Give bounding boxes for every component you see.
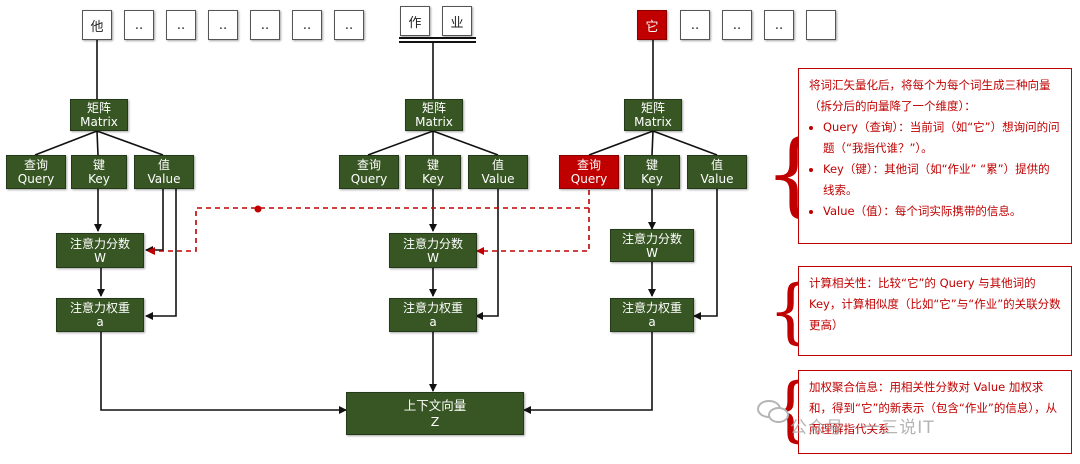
token-placeholder: ..: [208, 10, 238, 40]
attention-score-box: 注意力分数 W: [389, 233, 477, 268]
watermark-text: 公众号 · 一三说IT: [790, 418, 935, 438]
value-label-en: Value: [481, 172, 515, 186]
token-placeholder: ..: [124, 10, 154, 40]
key-box: 键 Key: [624, 155, 680, 189]
matrix-box: 矩阵 Matrix: [405, 99, 463, 131]
token-placeholder: ..: [250, 10, 280, 40]
key-label-en: Key: [88, 172, 110, 186]
token-ta: 他: [82, 10, 112, 40]
token-placeholder: ..: [680, 10, 710, 40]
note-qkv: 将词汇矢量化后，将每个为每个词生成三种向量（拆分后的向量降了一个维度）： Que…: [798, 68, 1072, 244]
note-relevance: 计算相关性：比较“它”的 Query 与其他词的 Key，计算相似度（比如“它”…: [798, 266, 1072, 356]
value-label-cn: 值: [157, 158, 170, 172]
note-aggregation: 加权聚合信息：用相关性分数对 Value 加权求和，得到“它”的新表示（包含“作…: [798, 370, 1072, 454]
note-aggregation-text: 加权聚合信息：用相关性分数对 Value 加权求和，得到“它”的新表示（包含“作…: [809, 380, 1058, 436]
weight-label-en: a: [96, 315, 104, 329]
value-box: 值 Value: [468, 155, 528, 189]
value-box: 值 Value: [134, 155, 194, 189]
context-label-cn: 上下文向量: [403, 397, 467, 413]
matrix-label-cn: 矩阵: [86, 101, 111, 115]
weight-label-cn: 注意力权重: [621, 301, 682, 315]
query-label-cn: 查询: [23, 158, 48, 172]
query-label-cn: 查询: [576, 158, 601, 172]
key-label-en: Key: [641, 172, 663, 186]
token-placeholder: [806, 10, 836, 40]
weight-label-en: a: [648, 315, 656, 329]
context-label-en: Z: [430, 413, 440, 429]
note-qkv-intro: 将词汇矢量化后，将每个为每个词生成三种向量（拆分后的向量降了一个维度）：: [809, 78, 1051, 113]
token-placeholder: ..: [292, 10, 322, 40]
weight-label-cn: 注意力权重: [69, 301, 130, 315]
attention-weight-box: 注意力权重 a: [56, 298, 144, 332]
score-label-cn: 注意力分数: [69, 236, 130, 251]
note-qkv-item: Key（键）：其他词（如“作业” “累”）提供的线索。: [823, 159, 1061, 201]
matrix-label-cn: 矩阵: [640, 101, 665, 115]
query-label-en: Query: [17, 172, 55, 186]
score-label-cn: 注意力分数: [621, 231, 682, 246]
score-label-en: W: [94, 250, 106, 265]
value-label-cn: 值: [710, 158, 723, 172]
attention-weight-box: 注意力权重 a: [389, 298, 477, 332]
key-box: 键 Key: [405, 155, 461, 189]
key-label-en: Key: [422, 172, 444, 186]
matrix-box: 矩阵 Matrix: [624, 99, 682, 131]
matrix-label-en: Matrix: [634, 115, 672, 129]
value-label-cn: 值: [491, 158, 504, 172]
context-vector-box: 上下文向量 Z: [346, 392, 524, 435]
matrix-label-en: Matrix: [415, 115, 453, 129]
weight-label-cn: 注意力权重: [402, 301, 463, 315]
query-box: 查询 Query: [6, 155, 66, 189]
matrix-label-cn: 矩阵: [421, 101, 446, 115]
matrix-label-en: Matrix: [80, 115, 118, 129]
value-box: 值 Value: [687, 155, 747, 189]
token-zuo: 作: [400, 6, 430, 36]
score-label-en: W: [646, 245, 658, 260]
weight-label-en: a: [429, 315, 437, 329]
score-label-cn: 注意力分数: [402, 236, 463, 251]
query-box-highlighted: 查询 Query: [559, 155, 619, 189]
token-placeholder: ..: [166, 10, 196, 40]
key-label-cn: 键: [426, 158, 439, 172]
key-label-cn: 键: [645, 158, 658, 172]
value-label-en: Value: [700, 172, 734, 186]
token-placeholder: ..: [722, 10, 752, 40]
score-label-en: W: [427, 250, 439, 265]
value-label-en: Value: [147, 172, 181, 186]
query-box: 查询 Query: [339, 155, 399, 189]
key-box: 键 Key: [71, 155, 127, 189]
attention-score-box: 注意力分数 W: [56, 233, 144, 268]
token-ye: 业: [442, 6, 472, 36]
token-placeholder: ..: [334, 10, 364, 40]
token-ta-it: 它: [637, 10, 667, 40]
note-qkv-item: Query（查询）：当前词（如“它”）想询问的问题（“我指代谁？”）。: [823, 117, 1061, 159]
query-label-en: Query: [350, 172, 388, 186]
matrix-box: 矩阵 Matrix: [70, 99, 128, 131]
attention-weight-box: 注意力权重 a: [610, 298, 694, 332]
note-relevance-text: 计算相关性：比较“它”的 Query 与其他词的 Key，计算相似度（比如“它”…: [809, 276, 1061, 332]
note-qkv-list: Query（查询）：当前词（如“它”）想询问的问题（“我指代谁？”）。 Key（…: [809, 117, 1061, 222]
note-qkv-item: Value（值）：每个词实际携带的信息。: [823, 201, 1061, 222]
attention-score-box: 注意力分数 W: [610, 229, 694, 262]
key-label-cn: 键: [92, 158, 105, 172]
query-label-cn: 查询: [356, 158, 381, 172]
token-placeholder: ..: [764, 10, 794, 40]
query-label-en: Query: [570, 172, 608, 186]
wechat-icon-overlay: [768, 407, 789, 423]
